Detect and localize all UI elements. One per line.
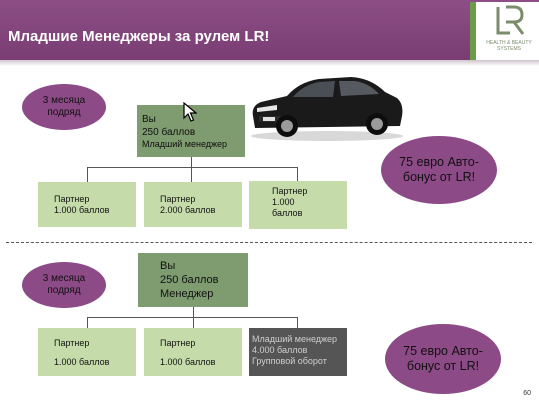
- junior-manager-points: 4.000 баллов: [252, 345, 308, 355]
- partner-box-2: Партнер 2.000 баллов: [144, 182, 242, 227]
- page-number: 60: [523, 390, 531, 397]
- you-label: Вы: [142, 114, 156, 125]
- partner-label: Партнер: [54, 194, 90, 204]
- you-rank: Младший менеджер: [142, 139, 228, 149]
- junior-manager-box: Младший менеджер 4.000 баллов Групповой …: [249, 328, 347, 376]
- section-divider: [6, 242, 532, 243]
- connector: [191, 157, 192, 167]
- partner-points-unit: баллов: [272, 208, 303, 218]
- partner-box-5: Партнер 1.000 баллов: [144, 328, 242, 376]
- partner-box-4: Партнер 1.000 баллов: [38, 328, 136, 376]
- partner-label: Партнер: [272, 186, 308, 196]
- header-shadow: [0, 60, 539, 66]
- mouse-cursor-icon: [183, 102, 197, 122]
- you-label: Вы: [160, 260, 176, 272]
- you-box-manager: Вы 250 баллов Менеджер: [138, 253, 248, 307]
- connector: [193, 317, 194, 328]
- connector: [297, 167, 298, 181]
- connector: [87, 317, 88, 328]
- junior-manager-group-turnover: Групповой оборот: [252, 356, 327, 366]
- connector: [87, 167, 88, 182]
- bonus-oval-top: 75 евро Авто-бонус от LR!: [381, 136, 497, 204]
- lr-logo-icon: [496, 5, 525, 35]
- junior-manager-rank: Младший менеджер: [252, 334, 338, 344]
- partner-label: Партнер: [160, 338, 196, 348]
- partner-label: Партнер: [54, 338, 90, 348]
- partner-points: 2.000 баллов: [160, 205, 216, 215]
- oval-3-months-top: 3 месяца подряд: [22, 84, 106, 130]
- oval-label: 3 месяца подряд: [42, 95, 86, 118]
- partner-points: 1.000 баллов: [160, 357, 216, 367]
- partner-box-1: Партнер 1.000 баллов: [38, 182, 136, 227]
- bonus-text: 75 евро Авто-бонус от LR!: [403, 344, 483, 373]
- you-rank: Менеджер: [160, 288, 214, 300]
- connector: [87, 167, 297, 168]
- you-points: 250 баллов: [160, 274, 219, 286]
- connector: [297, 317, 298, 328]
- oval-3-months-bottom: 3 месяца подряд: [22, 262, 106, 308]
- partner-points: 1.000 баллов: [54, 357, 110, 367]
- partner-label: Партнер: [160, 194, 196, 204]
- slide-title: Младшие Менеджеры за рулем LR!: [8, 28, 270, 45]
- bonus-oval-bottom: 75 евро Авто-бонус от LR!: [385, 324, 501, 394]
- connector: [193, 307, 194, 317]
- slide-header: [0, 0, 539, 60]
- you-points: 250 баллов: [142, 127, 196, 138]
- logo-tagline: HEALTH & BEAUTY SYSTEMS: [486, 40, 532, 52]
- lr-logo: HEALTH & BEAUTY SYSTEMS: [470, 2, 539, 60]
- bonus-text: 75 евро Авто-бонус от LR!: [399, 155, 479, 184]
- car-image: [251, 77, 403, 141]
- connector: [87, 317, 298, 318]
- partner-points: 1.000 баллов: [54, 205, 110, 215]
- oval-label: 3 месяца подряд: [42, 273, 86, 296]
- partner-points: 1.000: [272, 197, 295, 207]
- connector: [191, 167, 192, 182]
- partner-box-3: Партнер 1.000 баллов: [249, 181, 347, 229]
